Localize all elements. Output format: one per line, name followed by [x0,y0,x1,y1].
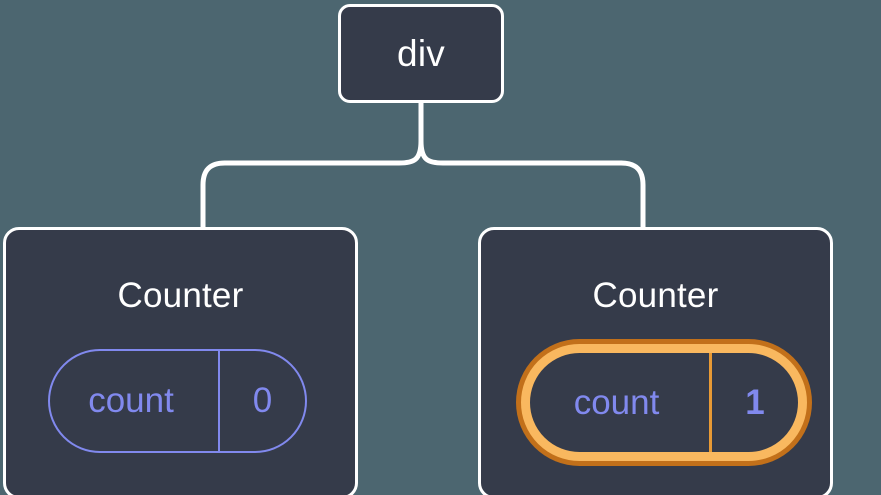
state-pill-count-right[interactable]: count 1 [521,344,807,461]
node-div[interactable]: div [338,4,504,103]
state-key-label: count [573,382,660,422]
node-counter-left-title: Counter [117,276,244,315]
state-key-label: count [88,381,174,420]
node-counter-left[interactable]: Counter count 0 [3,227,358,495]
node-counter-right[interactable]: Counter count 1 [478,227,833,495]
state-pill-count-left[interactable]: count 0 [48,349,307,453]
state-value-label: 1 [745,382,765,422]
state-pill-divider [218,351,220,451]
state-pill-count-right-highlight: count 1 [518,340,810,464]
state-value-label: 0 [252,381,273,420]
state-pill-divider [709,353,712,452]
node-counter-right-title: Counter [592,276,719,315]
node-div-label: div [397,33,445,74]
